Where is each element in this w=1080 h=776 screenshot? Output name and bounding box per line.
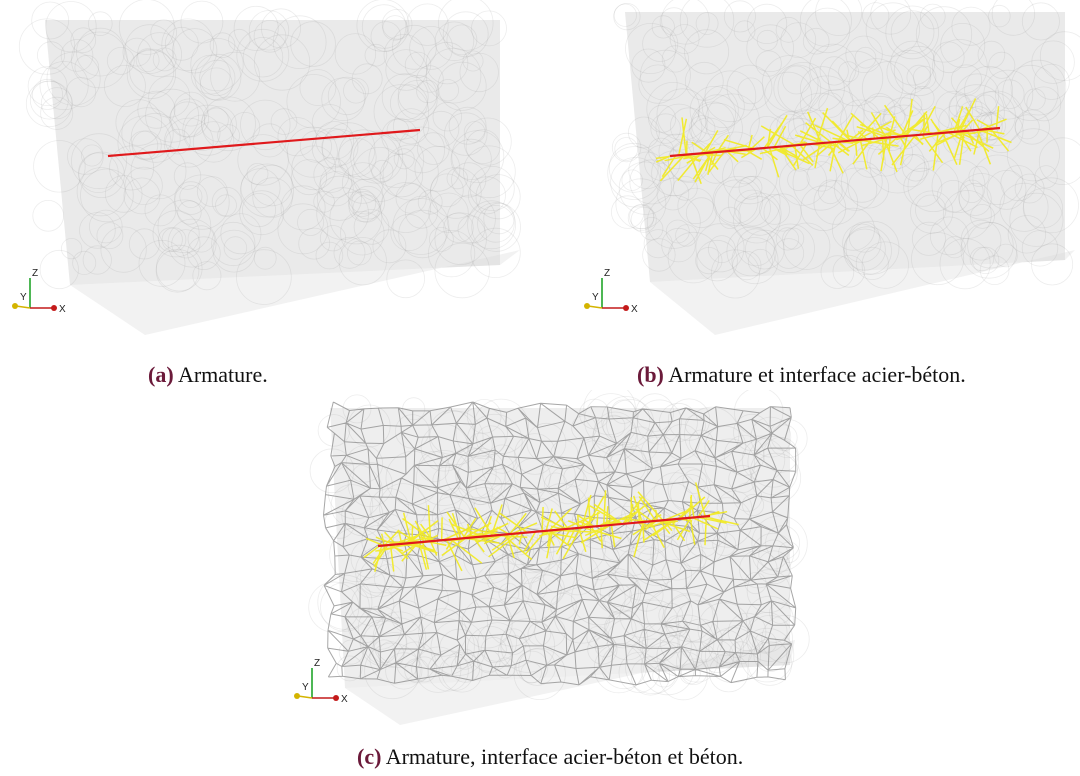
concrete-mesh (323, 401, 797, 686)
rebar-line (377, 514, 711, 548)
axes-triad: Z X Y (294, 658, 348, 705)
panel-a-render: Z X Y (12, 0, 521, 335)
svg-text:Z: Z (314, 658, 320, 669)
caption-b-text: Armature et interface acier-béton. (668, 362, 966, 387)
rebar-line (107, 128, 421, 158)
rebar-line (669, 126, 1001, 158)
panel-a: Z X Y (0, 0, 540, 345)
svg-text:X: X (631, 304, 638, 315)
caption-c: (c) Armature, interface acier-béton et b… (357, 744, 743, 770)
caption-b-tag: (b) (637, 362, 664, 387)
svg-text:X: X (59, 304, 66, 315)
caption-c-text: Armature, interface acier-béton et béton… (385, 744, 744, 769)
svg-text:Z: Z (32, 268, 38, 279)
panel-b-render: Z X Y (584, 0, 1080, 335)
caption-c-tag: (c) (357, 744, 382, 769)
caption-a: (a) Armature. (148, 362, 268, 388)
panel-b: Z X Y (570, 0, 1080, 345)
panel-c: Z X Y (270, 390, 810, 735)
svg-text:Y: Y (302, 682, 309, 693)
axes-triad: Z X Y (12, 268, 66, 315)
concrete-volume (18, 0, 521, 335)
caption-b: (b) Armature et interface acier-béton. (637, 362, 966, 388)
axes-triad: Z X Y (584, 268, 638, 315)
svg-text:Y: Y (592, 292, 599, 303)
panel-c-render: Z X Y (294, 390, 810, 725)
caption-a-tag: (a) (148, 362, 174, 387)
caption-a-text: Armature. (177, 362, 268, 387)
svg-text:Y: Y (20, 292, 27, 303)
svg-text:Z: Z (604, 268, 610, 279)
svg-text:X: X (341, 694, 348, 705)
concrete-volume (607, 0, 1080, 335)
